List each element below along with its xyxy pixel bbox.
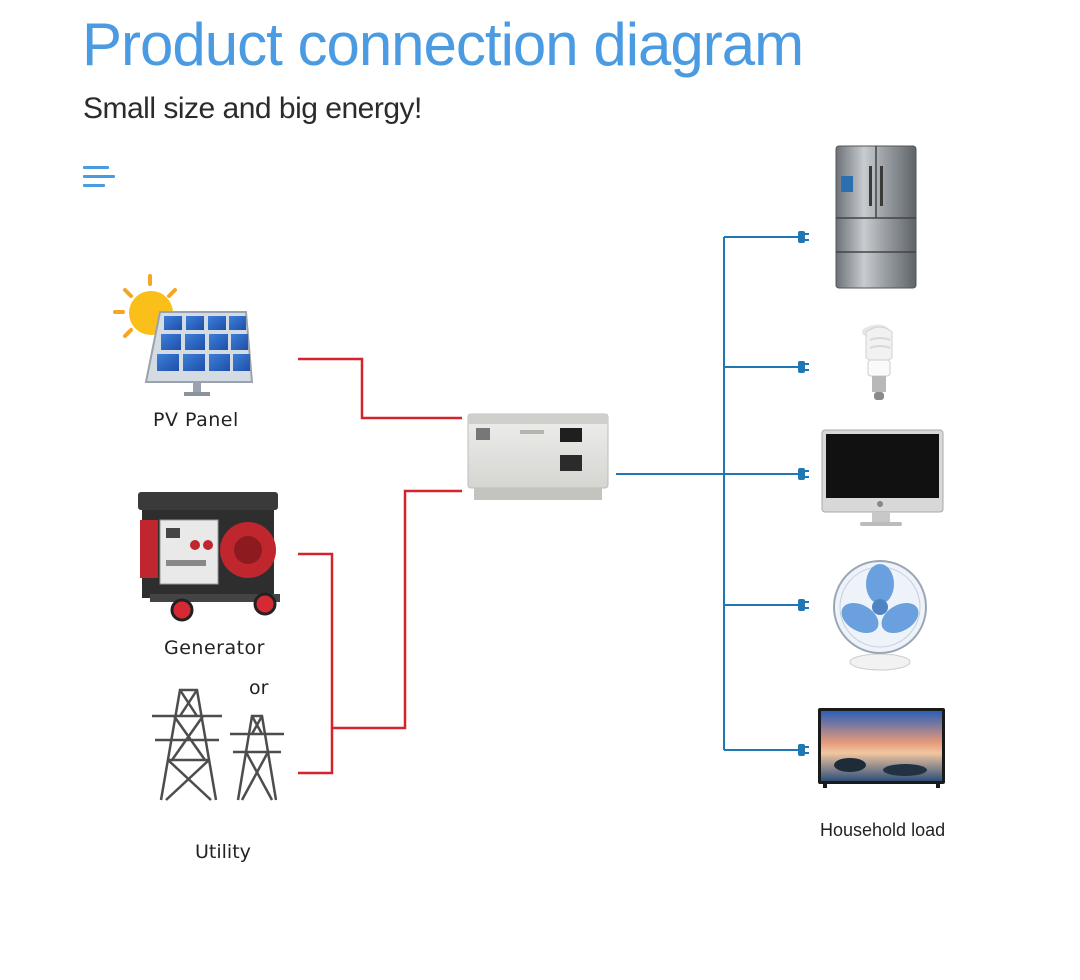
page-subtitle: Small size and big energy!	[83, 92, 422, 125]
page-title: Product connection diagram	[82, 11, 804, 78]
menu-icon[interactable]	[83, 166, 115, 188]
energy-storage-unit-icon	[467, 413, 609, 500]
light-bulb-icon	[862, 324, 893, 400]
power-tower-icon	[152, 688, 222, 801]
plug-icon	[798, 599, 809, 611]
computer-monitor-icon	[821, 429, 944, 526]
solar-panel-icon	[113, 274, 254, 396]
plug-icon	[798, 231, 809, 243]
pv-wire	[298, 357, 462, 420]
plug-icon	[798, 361, 809, 373]
electric-fan-icon	[833, 560, 927, 671]
utility-wire	[298, 728, 334, 775]
input-wires	[298, 357, 462, 775]
output-wires	[616, 236, 800, 751]
television-icon	[818, 708, 945, 788]
utility-label: Utility	[195, 841, 251, 863]
plug-icons	[798, 231, 809, 756]
plug-icon	[798, 468, 809, 480]
generator-label: Generator	[164, 637, 265, 659]
or-label: or	[249, 677, 269, 699]
household-load-label: Household load	[820, 820, 946, 840]
plug-icon	[798, 744, 809, 756]
grid-input-wire	[332, 489, 462, 730]
generator-wire	[298, 552, 334, 728]
generator-icon	[138, 492, 280, 622]
refrigerator-icon	[835, 145, 917, 289]
pv-panel-label: PV Panel	[153, 409, 239, 431]
power-tower-icon	[230, 714, 284, 801]
